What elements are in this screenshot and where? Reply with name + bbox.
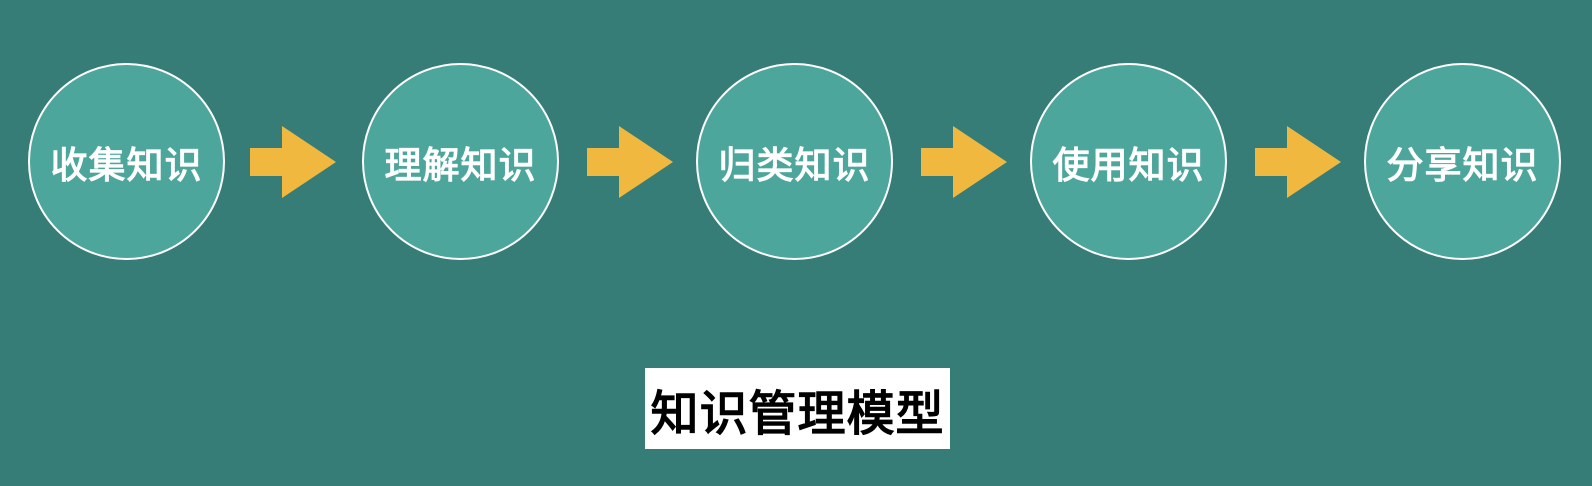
step-label: 分享知识 (1386, 143, 1539, 187)
process-flow: 收集知识 理解知识 归类知识 使用知识 分享知识 (28, 63, 1561, 260)
right-arrow-icon (587, 126, 673, 198)
right-arrow-icon (250, 126, 336, 198)
step-label: 收集知识 (50, 143, 203, 187)
step-label: 使用知识 (1052, 143, 1205, 187)
step-label: 理解知识 (384, 143, 537, 187)
title-box: 知识管理模型 (645, 368, 950, 449)
step-circle-categorize: 归类知识 (696, 63, 893, 260)
right-arrow-icon (1255, 126, 1341, 198)
step-circle-understand: 理解知识 (362, 63, 559, 260)
step-circle-collect: 收集知识 (28, 63, 225, 260)
step-label: 归类知识 (718, 143, 871, 187)
diagram-title: 知识管理模型 (650, 385, 945, 442)
step-circle-use: 使用知识 (1030, 63, 1227, 260)
step-circle-share: 分享知识 (1364, 63, 1561, 260)
right-arrow-icon (921, 126, 1007, 198)
